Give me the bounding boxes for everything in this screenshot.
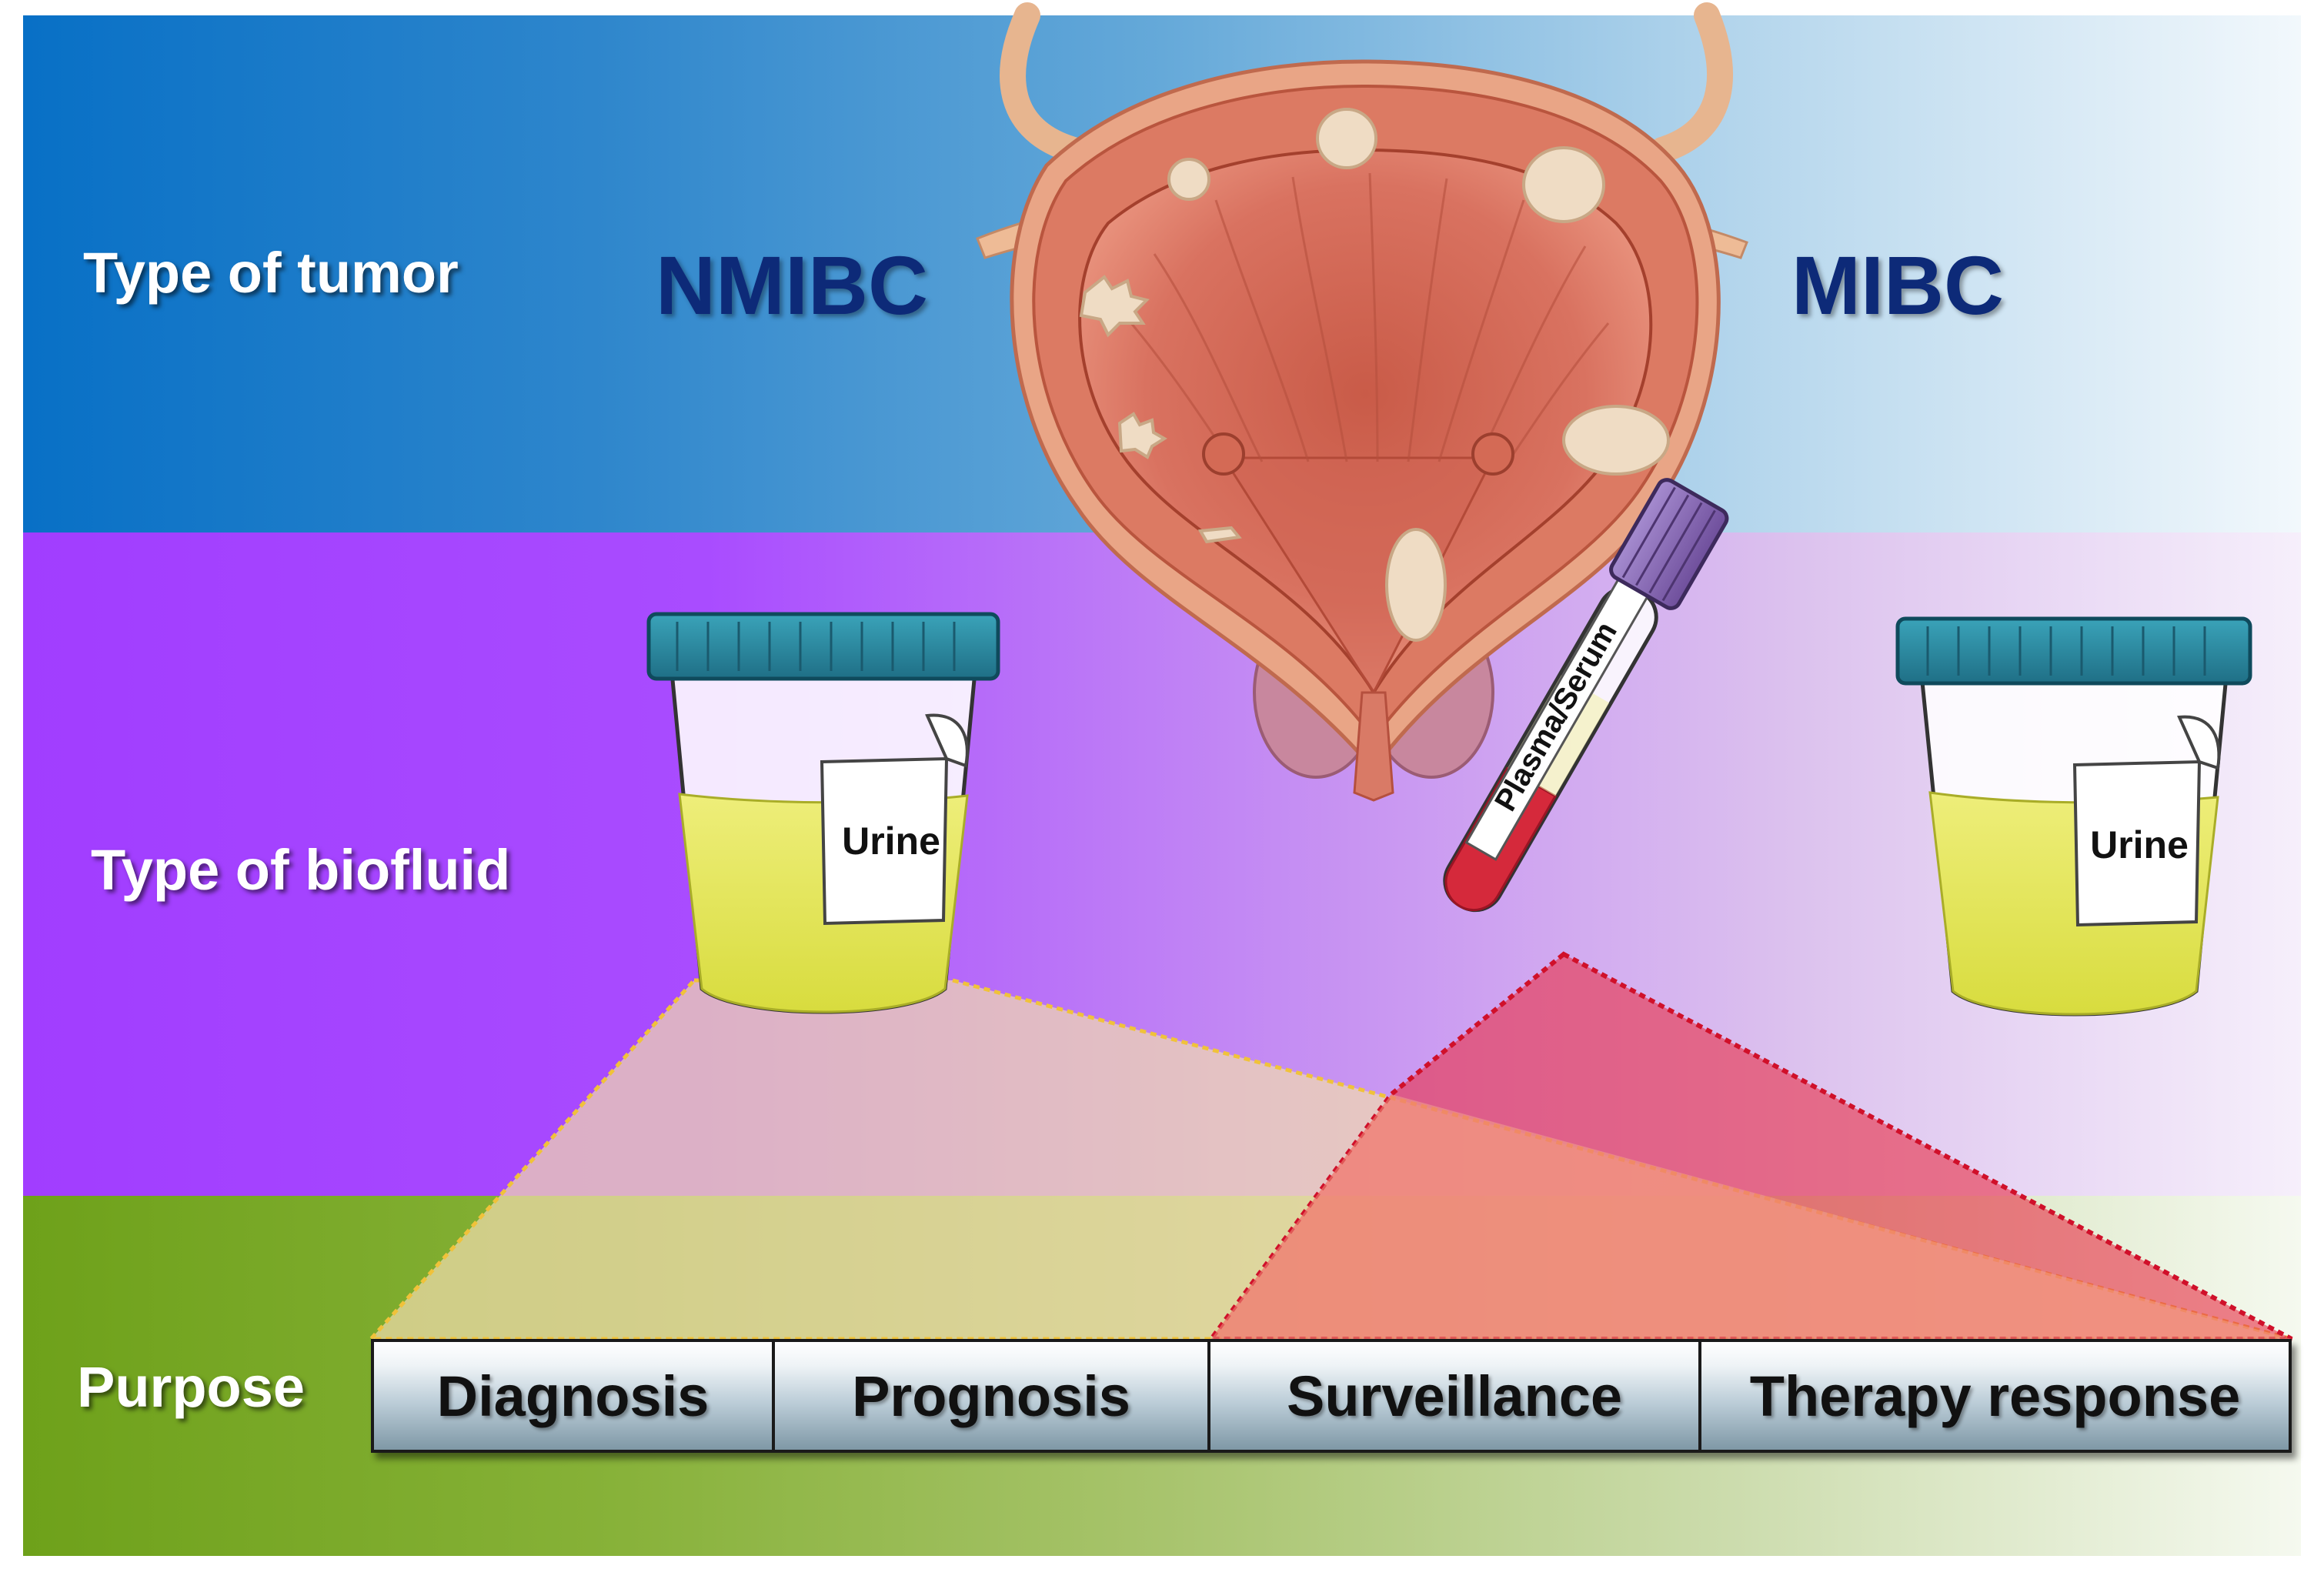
urine-label-left: Urine: [842, 820, 940, 863]
ureteral-orifice-left: [1202, 432, 1245, 476]
tumor-nodule: [1117, 412, 1167, 459]
cup-label-sticker: [820, 756, 949, 926]
purpose-bar: Diagnosis Prognosis Surveillance Therapy…: [371, 1339, 2292, 1453]
tumor-nodule: [1522, 146, 1605, 223]
tumor-nodules: [1079, 108, 1670, 642]
cup-label-sticker: [2072, 759, 2202, 927]
tumor-type-nmibc: NMIBC: [656, 239, 928, 332]
tumor-nodule: [1167, 158, 1210, 201]
row-label-purpose: Purpose: [77, 1355, 306, 1419]
bladder-illustration: [976, 2, 1748, 802]
ureter-right: [1649, 2, 1733, 163]
tube-cap: [1609, 478, 1729, 610]
tumor-nodule: [1385, 528, 1447, 642]
blood-fan: [1207, 951, 2293, 1341]
tumor-nodule: [1316, 108, 1377, 169]
purpose-diagnosis: Diagnosis: [374, 1342, 775, 1450]
mucosal-folds: [1130, 172, 1610, 462]
ureter-left: [1000, 2, 1087, 163]
cup-lid: [1895, 616, 2252, 686]
tumor-type-mibc: MIBC: [1791, 239, 2004, 332]
purpose-prognosis: Prognosis: [775, 1342, 1210, 1450]
urine-cup-right: Urine: [1895, 616, 2252, 1017]
tumor-nodule: [1197, 526, 1242, 544]
overlap-fan: [1211, 1094, 2292, 1339]
tumor-nodule: [1079, 275, 1150, 338]
urine-label-right: Urine: [2090, 823, 2189, 866]
urine-cup-left: Urine: [646, 612, 1000, 1014]
purpose-surveillance: Surveillance: [1210, 1342, 1701, 1450]
purpose-therapy-response: Therapy response: [1701, 1342, 2289, 1450]
cup-lid: [646, 612, 1000, 681]
urethra: [1353, 691, 1394, 802]
ureteral-orifice-right: [1471, 432, 1514, 476]
row-label-biofluid: Type of biofluid: [91, 838, 511, 902]
tumor-nodule: [1562, 405, 1670, 476]
row-label-tumor: Type of tumor: [83, 241, 459, 305]
